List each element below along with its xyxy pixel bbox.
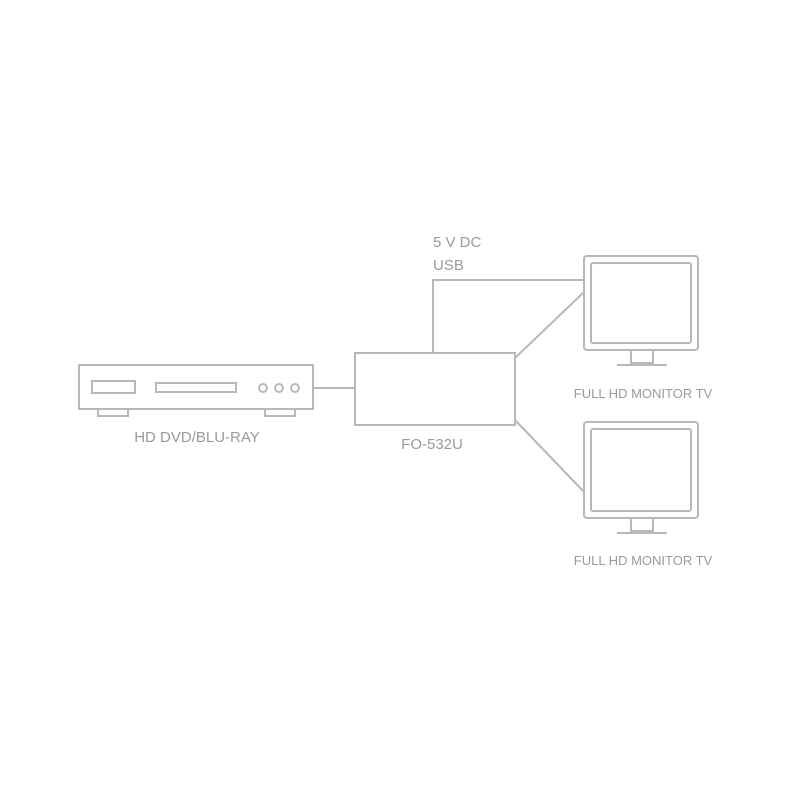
splitter-box <box>354 352 516 426</box>
hdmi-cable-output-1 <box>514 291 585 359</box>
monitor-1-screen <box>590 262 692 344</box>
usb-power-cable <box>432 279 584 353</box>
monitor-icon <box>583 421 699 534</box>
dvd-player-foot-left <box>97 408 129 417</box>
monitor-2-label: FULL HD MONITOR TV <box>574 553 713 568</box>
monitor-1-label: FULL HD MONITOR TV <box>574 386 713 401</box>
dvd-player-display <box>91 380 136 394</box>
hdmi-cable-output-2 <box>514 419 585 493</box>
monitor-icon <box>583 255 699 366</box>
dvd-player-body <box>78 364 314 410</box>
dvd-player-button-1 <box>258 383 268 393</box>
dvd-player-icon <box>78 364 314 417</box>
monitor-2-neck <box>630 517 654 532</box>
dvd-player-button-3 <box>290 383 300 393</box>
dvd-player-foot-right <box>264 408 296 417</box>
dvd-player-button-2 <box>274 383 284 393</box>
monitor-2-screen <box>590 428 692 512</box>
monitor-2-frame <box>583 421 699 519</box>
dvd-player-disc-tray <box>155 382 237 393</box>
monitor-1-frame <box>583 255 699 351</box>
splitter-label: FO-532U <box>401 436 463 453</box>
power-label-line2: USB <box>433 257 464 274</box>
dvd-player-label: HD DVD/BLU-RAY <box>134 429 260 446</box>
power-label-line1: 5 V DC <box>433 234 482 251</box>
monitor-1-neck <box>630 349 654 364</box>
